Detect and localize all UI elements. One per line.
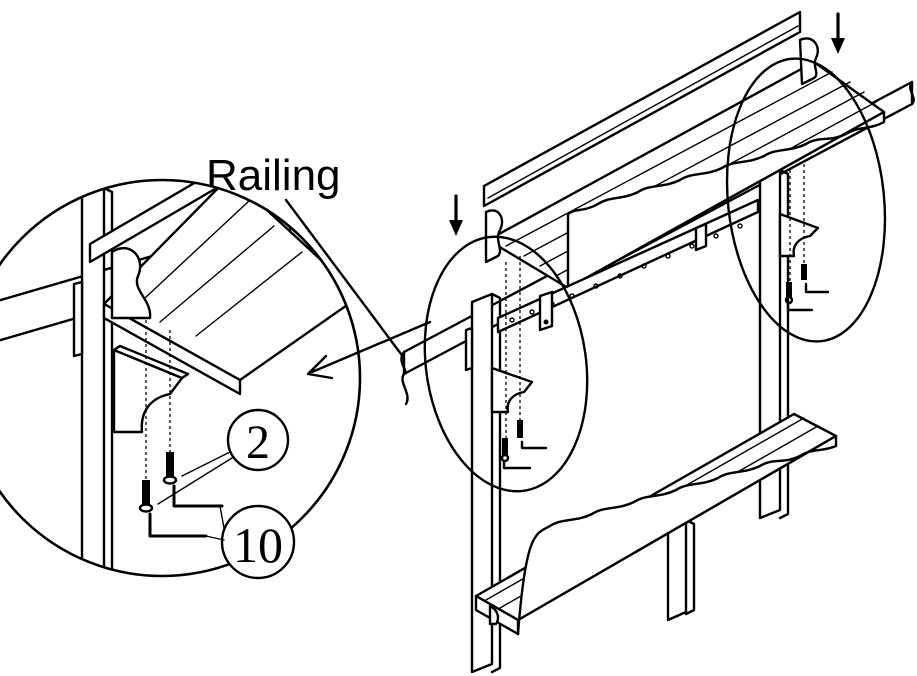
right-shelf-bracket <box>778 164 830 312</box>
callout-number: 10 <box>233 517 283 573</box>
top-shelf <box>482 10 886 334</box>
left-post <box>464 292 502 674</box>
down-arrow-icon <box>449 194 463 236</box>
lower-bench <box>474 412 838 636</box>
left-shelf-bracket <box>490 256 548 470</box>
down-arrow-icon <box>831 12 845 54</box>
callout-number: 2 <box>246 416 270 469</box>
apron-holes <box>509 223 743 323</box>
railing-leader-line <box>284 198 406 360</box>
apron-hardware <box>538 222 708 332</box>
detail-ellipse-left <box>423 235 589 493</box>
detail-ellipse-right <box>725 57 887 343</box>
callout-part-10: 10 <box>205 504 296 580</box>
callout-part-2: 2 <box>157 408 290 505</box>
magnified-detail <box>0 178 362 578</box>
callout-arrow-icon <box>306 320 432 380</box>
